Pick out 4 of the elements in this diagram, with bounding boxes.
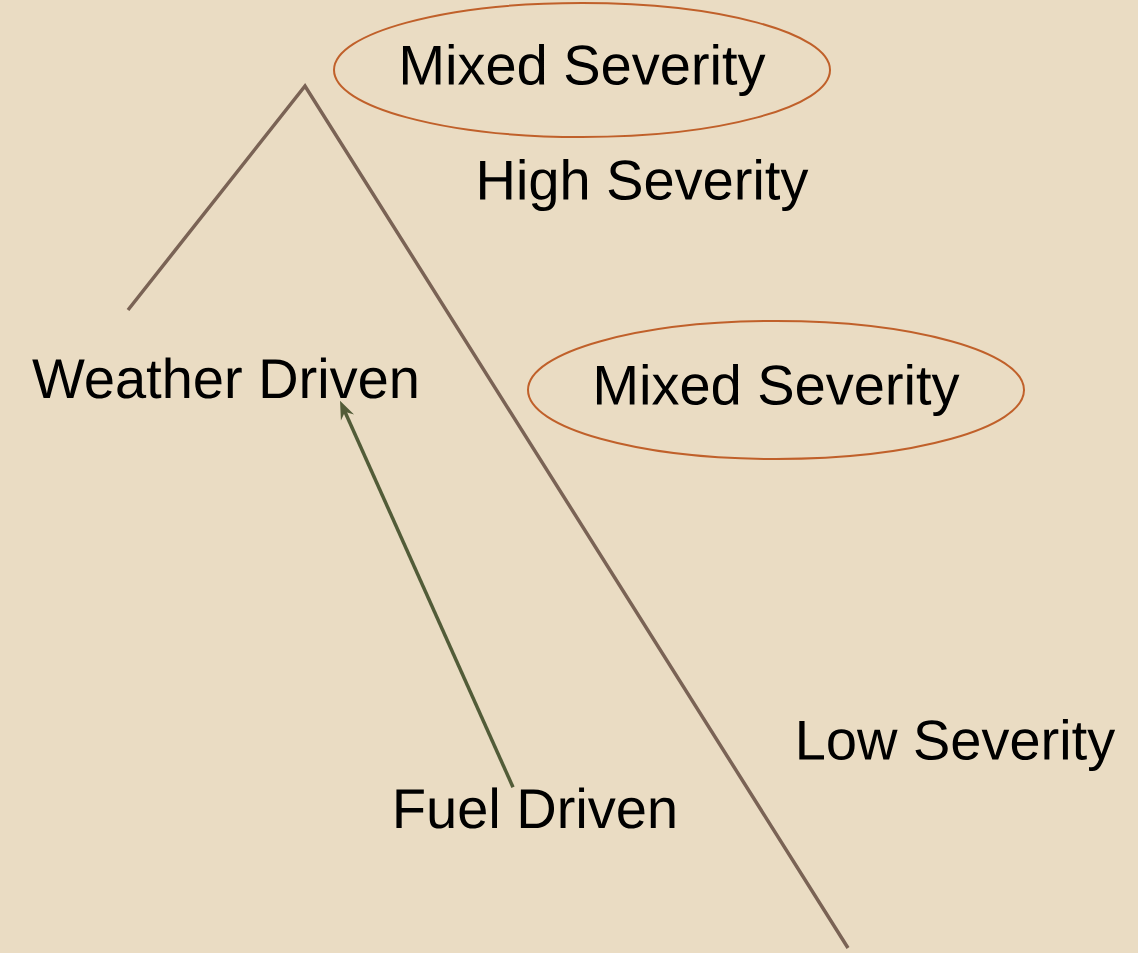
severity-label: Low Severity (799, 718, 1116, 772)
severity-label: High Severity (480, 158, 809, 212)
driver-label: Weather Driven (32, 357, 417, 399)
driver-label: Fuel Driven (396, 787, 675, 829)
